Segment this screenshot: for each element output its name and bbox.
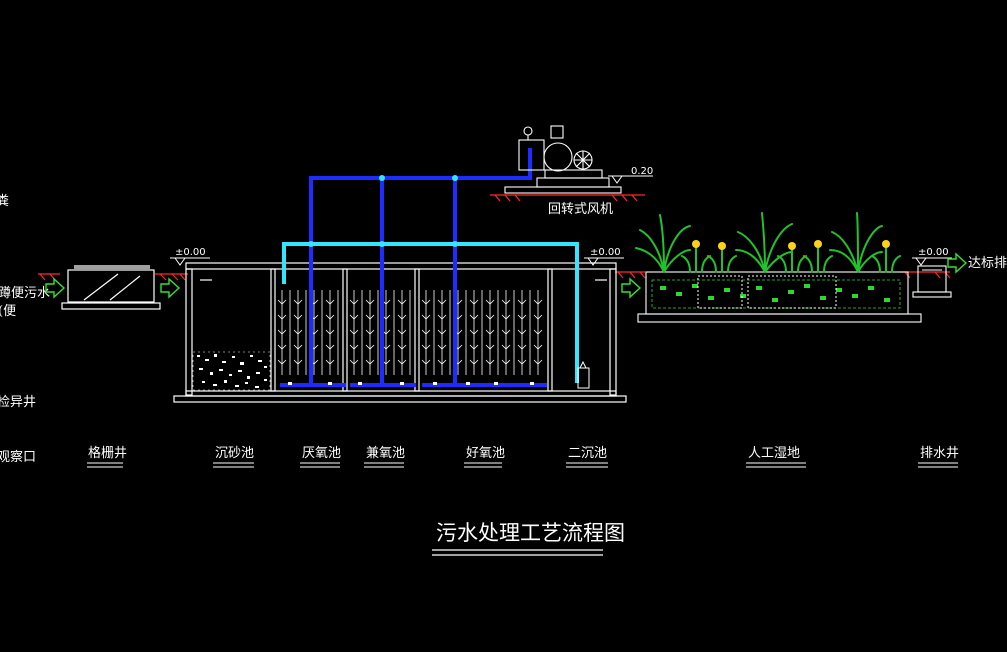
left-note-3: (便 [0,304,16,319]
unit-label-wetland: 人工湿地 [748,446,800,461]
flow-arrow-2 [621,277,642,299]
unit-label-discharge: 排水井 [920,446,959,461]
wetland-media [651,279,901,309]
flow-arrow-1 [160,277,181,299]
bar-screen-well [61,265,161,310]
wetland-basin [637,271,922,323]
unit-underlines [87,462,958,468]
unit-labels: 格栅井 沉砂池 厌氧池 兼氧池 好氧池 二沉池 人工湿地 排水井 [88,445,959,461]
unit-label-bar-screen: 格栅井 [88,445,127,461]
level-mark-2: ±0.00 [590,247,621,258]
unit-label-anoxic: 兼氧池 [366,446,405,461]
wetland-columns [697,275,837,309]
roots-blower [504,125,622,194]
grit-gravel [192,351,271,391]
flow-arrow-outlet [947,252,968,274]
wetland-flowers [692,240,890,250]
title-underline [432,549,603,556]
level-symbols [170,175,952,266]
air-pipes [280,148,547,387]
level-mark-1: ±0.00 [175,247,206,258]
sludge-return-pipe [282,242,579,383]
discharge-note: 达标排放 [968,256,1007,271]
lift-pump [577,360,590,389]
biofilm-media [277,290,543,375]
air-diffusers [288,382,534,385]
blower-label: 回转式风机 [548,202,613,217]
diagram-title: 污水处理工艺流程图 [436,521,625,545]
pipe-junctions [308,175,458,247]
unit-label-aerobic: 好氧池 [466,446,505,461]
ground-hatch [38,194,951,281]
left-note-1: 粪 [0,194,9,209]
unit-label-grit: 沉砂池 [215,446,254,461]
flow-arrow-inlet [45,277,66,299]
unit-label-anaerobic: 厌氧池 [302,446,341,461]
left-note-4: 检异井 [0,395,36,410]
treatment-tank [173,262,627,403]
unit-label-secondary: 二沉池 [568,446,607,461]
discharge-well [912,265,952,298]
left-note-2: 蹲便污水 [0,286,50,301]
left-note-5: 观察口 [0,450,36,465]
blower-level-mark: 0.20 [631,166,653,177]
flow-arrows [45,252,968,299]
wetland-plants [635,212,901,273]
level-mark-3: ±0.00 [918,247,949,258]
